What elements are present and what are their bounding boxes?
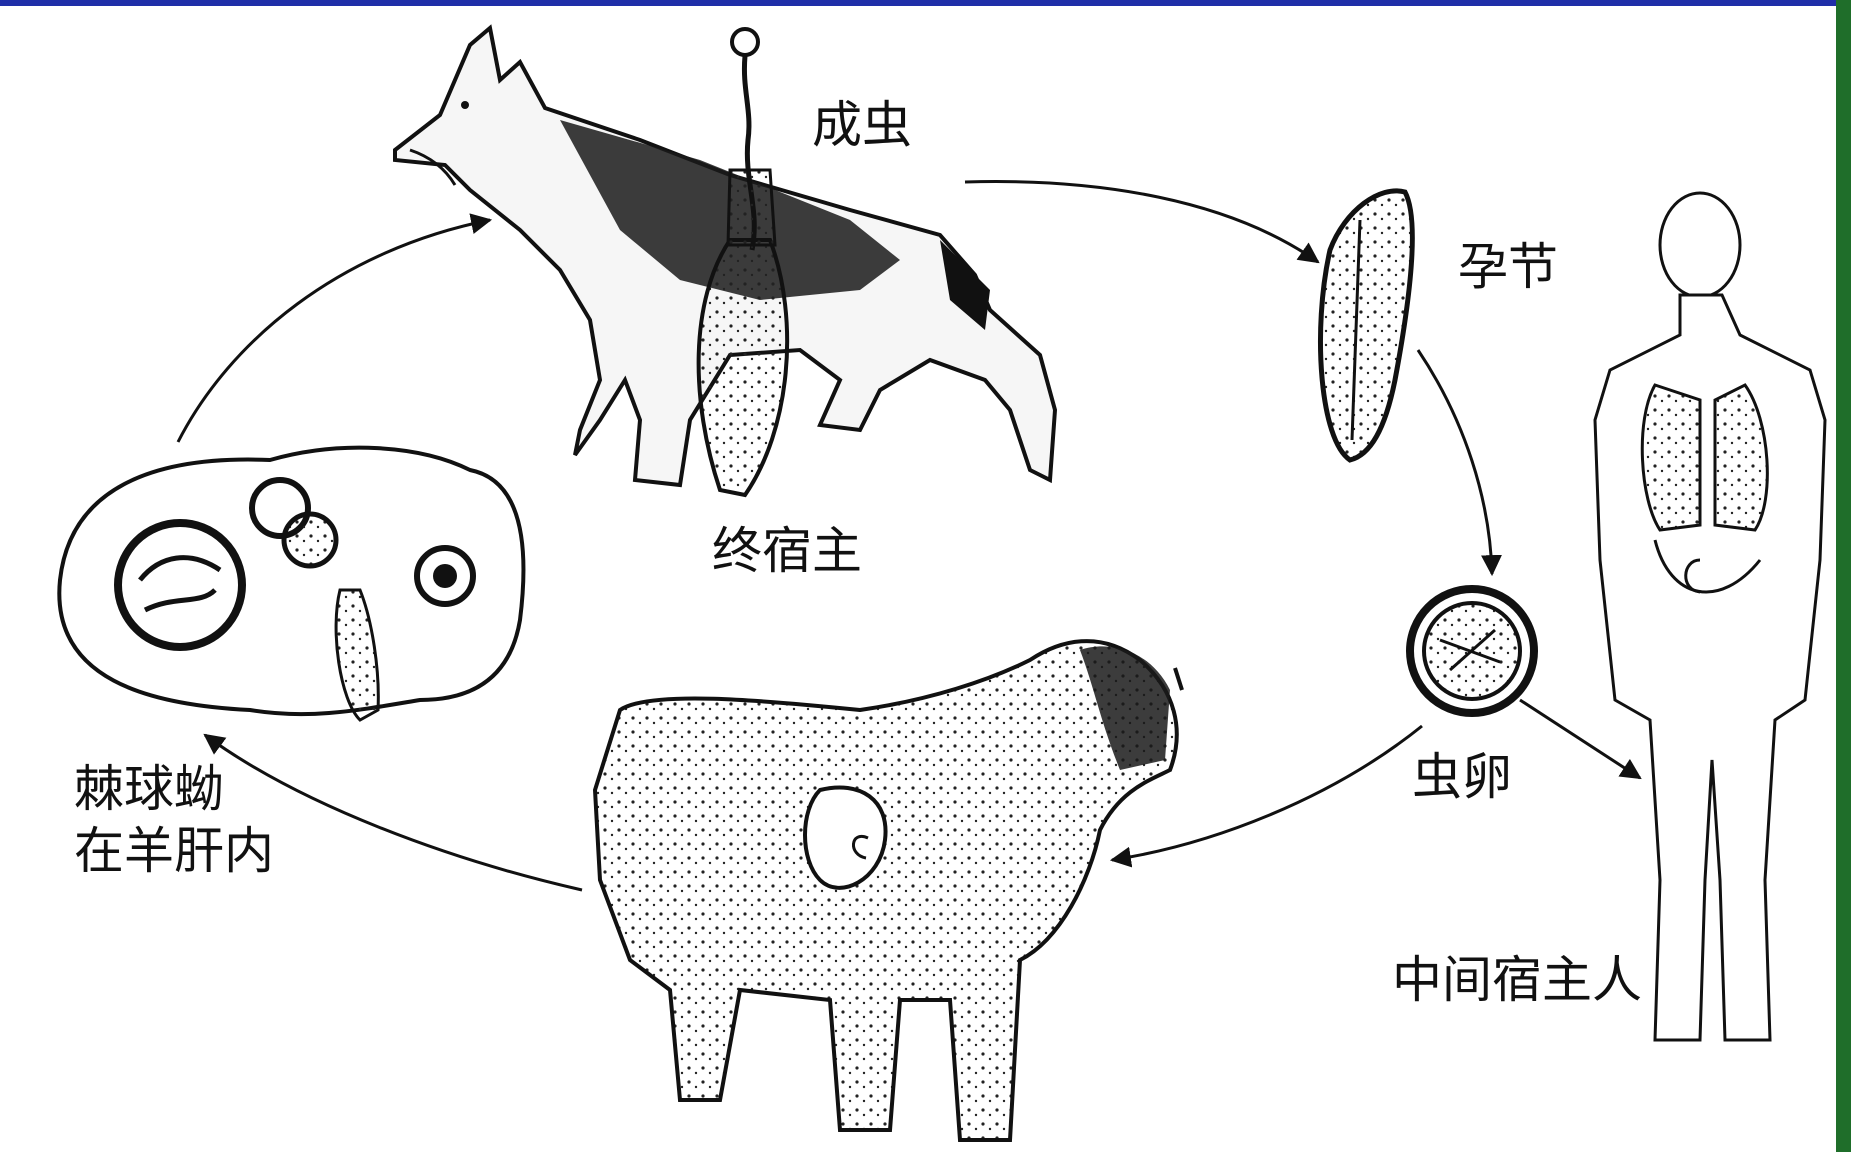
cycle-arrow-icon bbox=[203, 733, 583, 892]
right-edge bbox=[1836, 0, 1851, 1152]
hydatid-cyst-label: 棘球蚴 在羊肝内 bbox=[74, 758, 274, 882]
intermediate-host-label: 中间宿主人 bbox=[1392, 951, 1642, 1009]
definitive-host-label: 终宿主 bbox=[712, 522, 862, 580]
liver-icon bbox=[57, 445, 526, 722]
hydatid-cyst-label-line2: 在羊肝内 bbox=[74, 822, 274, 880]
gravid-segment-label: 孕节 bbox=[1458, 238, 1558, 296]
gravid-segment-icon bbox=[1318, 188, 1415, 463]
cycle-arrows bbox=[176, 180, 1642, 892]
cycle-arrow-icon bbox=[1109, 724, 1423, 868]
hydatid-cyst-label-line1: 棘球蚴 bbox=[74, 760, 224, 818]
adult-worm-icon bbox=[696, 27, 790, 498]
cycle-arrow-icon bbox=[176, 213, 493, 443]
cycle-arrow-icon bbox=[1416, 349, 1502, 577]
human-icon bbox=[1593, 191, 1827, 1042]
adult-worm-label: 成虫 bbox=[812, 96, 912, 154]
egg-label: 虫卵 bbox=[1412, 748, 1512, 806]
sheep-icon bbox=[592, 639, 1184, 1142]
egg-icon bbox=[1406, 585, 1538, 717]
top-border bbox=[0, 0, 1851, 6]
cycle-arrow-icon bbox=[1519, 698, 1642, 780]
cycle-arrow-icon bbox=[964, 180, 1320, 264]
